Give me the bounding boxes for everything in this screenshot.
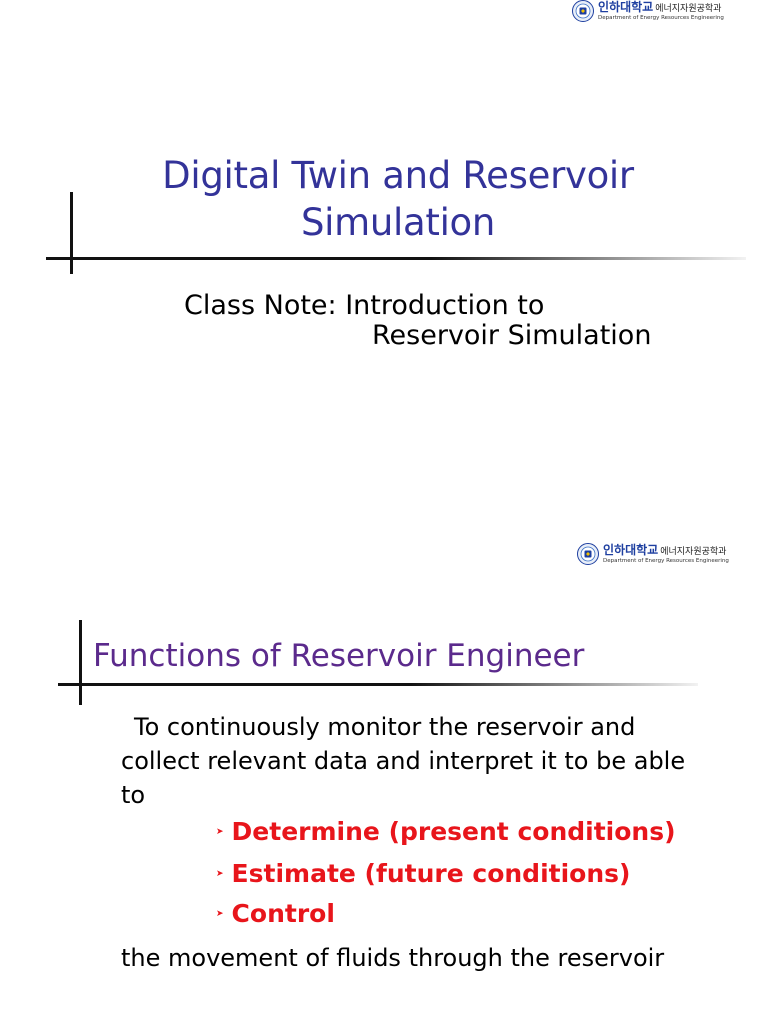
slide-title: Digital Twin and Reservoir Simulation [80, 152, 716, 246]
slide-title-line-1: Digital Twin and Reservoir [162, 154, 634, 197]
title-rule-horizontal [58, 683, 698, 686]
intro-line-1: To continuously monitor the reservoir an… [134, 713, 636, 741]
bullet-item: ➤ Determine (present conditions) [216, 817, 676, 846]
closing-line: the movement of fluids through the reser… [121, 944, 665, 972]
logo-department-name: 에너지자원공학과 [655, 3, 722, 14]
bullet-text: Determine (present conditions) [231, 817, 676, 846]
logo-department-name: 에너지자원공학과 [660, 546, 727, 557]
logo-department-english: Department of Energy Resources Engineeri… [598, 14, 724, 21]
bullet-arrow-icon: ➤ [216, 868, 224, 879]
intro-line-3: to [121, 781, 146, 809]
bullet-text: Estimate (future conditions) [231, 859, 631, 888]
logo-department-english: Department of Energy Resources Engineeri… [603, 557, 729, 564]
university-seal-icon [572, 0, 594, 22]
title-rule-vertical [79, 620, 82, 705]
logo-university-name: 인하대학교 [603, 542, 659, 557]
bullet-arrow-icon: ➤ [216, 908, 224, 919]
bullet-arrow-icon: ➤ [216, 826, 224, 837]
university-logo: 인하대학교 에너지자원공학과 Department of Energy Reso… [572, 0, 724, 22]
subtitle-line-2: Reservoir Simulation [372, 320, 652, 351]
subtitle-line-1: Class Note: Introduction to [184, 290, 545, 321]
slide-title-line-2: Simulation [300, 201, 496, 244]
slide-1: 인하대학교 에너지자원공학과 Department of Energy Reso… [46, 0, 746, 351]
university-seal-icon [577, 543, 599, 565]
university-logo: 인하대학교 에너지자원공학과 Department of Energy Reso… [577, 543, 729, 565]
intro-line-2: collect relevant data and interpret it t… [121, 747, 686, 775]
slide-2: 인하대학교 에너지자원공학과 Department of Energy Reso… [0, 512, 768, 1024]
title-rule-horizontal [46, 257, 746, 260]
bullet-item: ➤ Control [216, 899, 335, 928]
slide-title: Functions of Reservoir Engineer [93, 638, 585, 674]
bullet-text: Control [231, 899, 335, 928]
title-rule-vertical [70, 192, 73, 274]
bullet-item: ➤ Estimate (future conditions) [216, 859, 630, 888]
logo-university-name: 인하대학교 [598, 0, 654, 14]
